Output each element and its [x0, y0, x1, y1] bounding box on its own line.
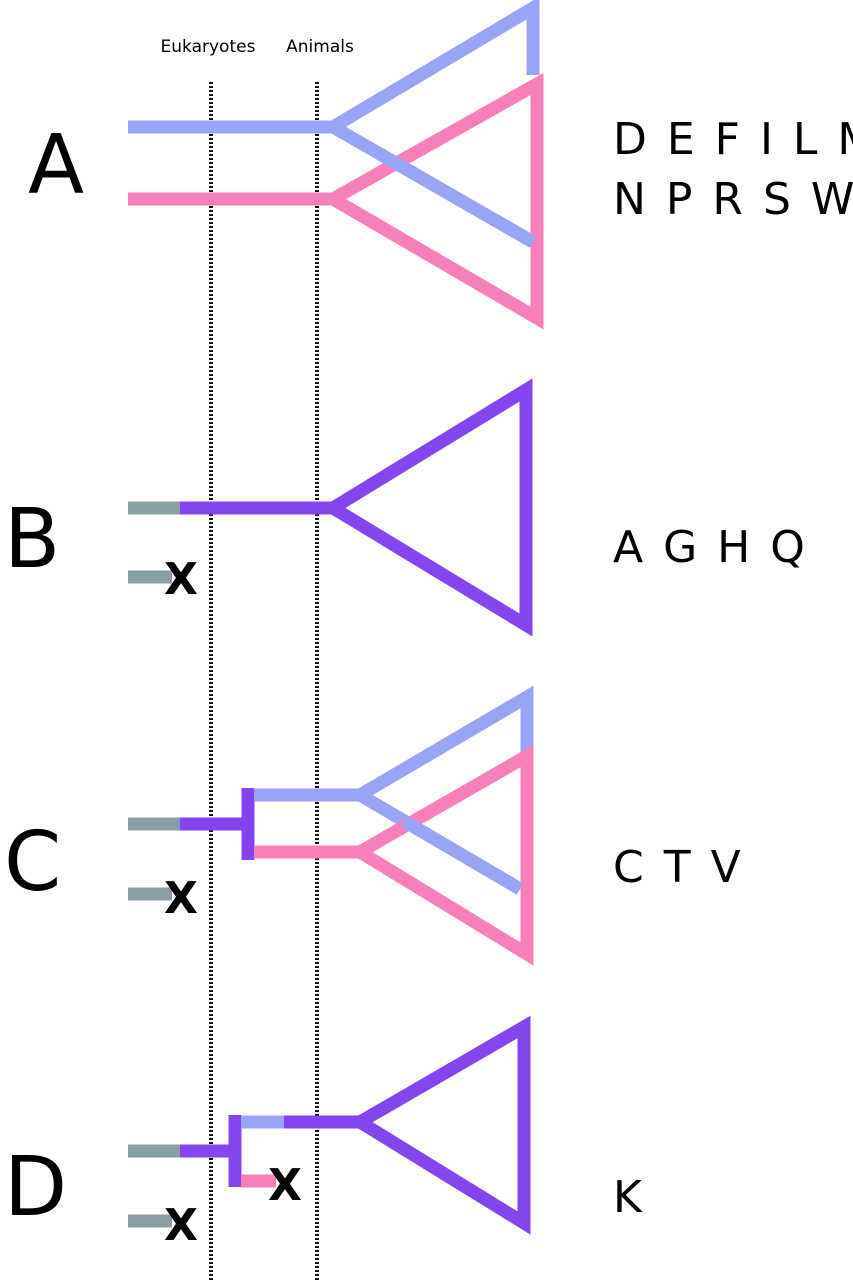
- panel-d-clade-triangle: [356, 1015, 531, 1235]
- panel-b-clade-triangle: [329, 378, 533, 637]
- panel-c-loss-mark: X: [164, 873, 198, 924]
- panel-c-amino-acids: C T V: [613, 842, 744, 893]
- animals-header: Animals: [286, 37, 354, 57]
- panel-c-blue-lineage: [254, 685, 534, 895]
- panel-b-amino-acids: A G H Q: [613, 522, 808, 573]
- panel-d-pink-loss-mark: X: [268, 1160, 302, 1211]
- panel-c: C X C T V: [4, 685, 744, 966]
- panel-d: D X X K: [4, 1015, 645, 1251]
- panel-c-pink-lineage: [254, 744, 534, 966]
- panel-b: B X A G H Q: [4, 378, 808, 637]
- eukaryotes-header: Eukaryotes: [161, 37, 256, 57]
- panel-d-amino-acids: K: [613, 1172, 645, 1223]
- panel-b-loss-mark: X: [164, 554, 198, 605]
- panel-a-amino-acids-1: D E F I L M: [613, 114, 853, 165]
- panel-label-a: A: [28, 118, 84, 213]
- panel-label-c: C: [4, 815, 61, 910]
- panel-a-amino-acids-2: N P R S W Y: [613, 174, 853, 225]
- panel-label-d: D: [4, 1140, 67, 1235]
- panel-a-pink-lineage: [128, 72, 544, 330]
- panel-label-b: B: [4, 492, 60, 587]
- panel-d-loss-mark: X: [164, 1200, 198, 1251]
- panel-c-blue-crossing: [400, 815, 524, 895]
- panel-a-blue-crossing: [376, 148, 537, 248]
- panel-a: A D E F I L M N P R S W Y: [28, 0, 853, 330]
